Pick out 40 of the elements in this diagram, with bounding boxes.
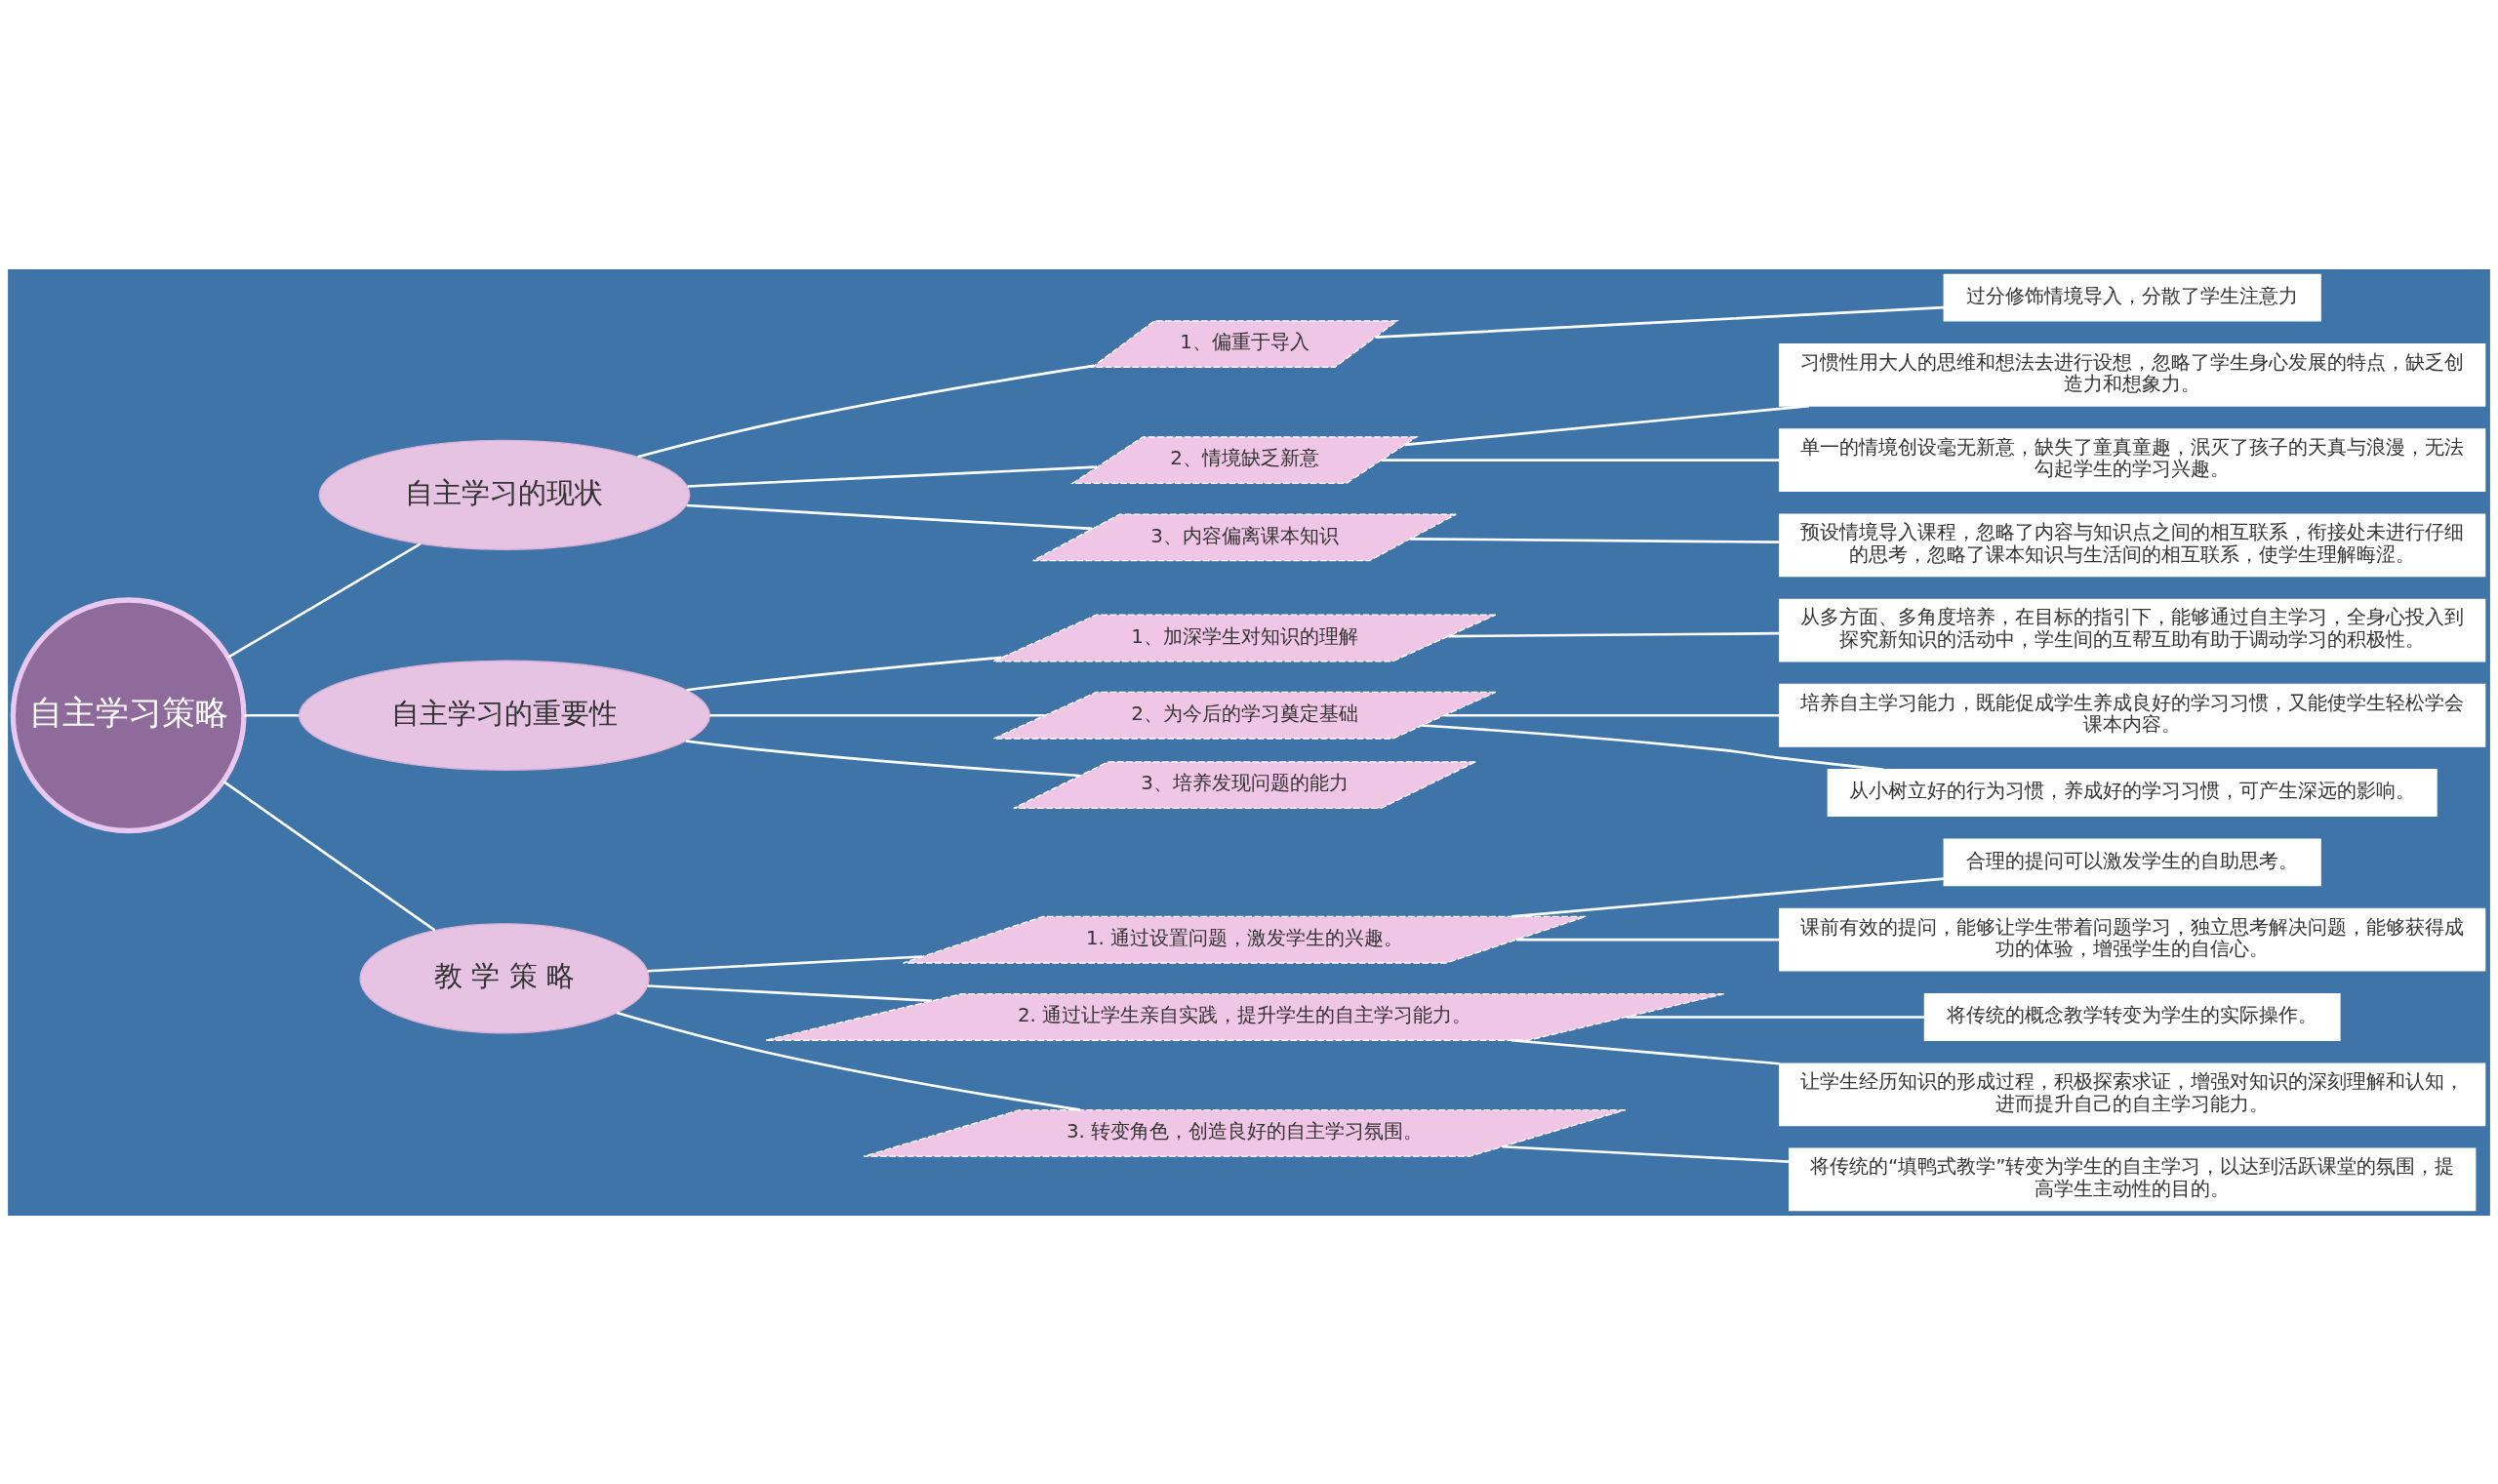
connector <box>685 739 1080 777</box>
connector <box>1422 723 1884 771</box>
node-box: 课前有效的提问，能够让学生带着问题学习，独立思考解决问题，能够获得成功的体验，增强学生的自信心。 <box>1779 907 2486 972</box>
connector <box>616 1011 1081 1111</box>
connector <box>244 713 300 717</box>
node-ellipse: 自主学习的现状 <box>318 439 691 550</box>
connector <box>1410 537 1780 543</box>
connector <box>222 780 436 931</box>
node-box: 从小树立好的行为习惯，养成好的学习习惯，可产生深远的影响。 <box>1827 768 2438 817</box>
connector <box>637 364 1095 459</box>
node-ellipse: 自主学习的重要性 <box>298 660 710 771</box>
connector <box>227 541 422 659</box>
connector <box>686 503 1093 530</box>
connector <box>1626 1015 1925 1019</box>
node-box: 单一的情境创设毫无新意，缺失了童真童趣，泯灭了孩子的天真与浪漫，无法勾起学生的学习兴趣。 <box>1779 427 2486 492</box>
connector <box>1502 1144 1790 1163</box>
node-box: 将传统的概念教学转变为学生的实际操作。 <box>1923 992 2341 1041</box>
connector <box>1515 938 1780 941</box>
connector <box>1382 458 1780 461</box>
node-box: 将传统的“填鸭式教学”转变为学生的自主学习，以达到活跃课堂的氛围，提高学生主动性的目的。 <box>1789 1147 2477 1211</box>
connector <box>686 656 1002 692</box>
connector <box>647 954 923 973</box>
node-box: 合理的提问可以激发学生的自助思考。 <box>1943 837 2321 886</box>
connector <box>709 713 1045 717</box>
connector <box>687 464 1098 488</box>
connector <box>1404 404 1810 446</box>
connector <box>1511 876 1945 918</box>
node-box: 培养自主学习能力，既能促成学生养成良好的学习习惯，又能使学生轻松学会课本内容。 <box>1779 683 2486 747</box>
connector <box>1444 713 1780 717</box>
node-box: 从多方面、多角度培养，在目标的指引下，能够通过自主学习，全身心投入到探究新知识的活动中，学生间的互帮互助有助于调动学习的积极性。 <box>1779 598 2486 662</box>
connector <box>647 983 933 1002</box>
node-box: 过分修饰情境导入，分散了学生注意力 <box>1943 273 2321 322</box>
node-circle: 自主学习策略 <box>10 596 247 833</box>
node-box: 预设情境导入课程，忽略了内容与知识点之间的相互联系，衔接处未进行仔细的思考，忽略了课本知识与生活间的相互联系，使学生理解晦涩。 <box>1779 512 2486 577</box>
node-box: 让学生经历知识的形成过程，积极探索求证，增强对知识的深刻理解和认知，进而提升自己的自主学习能力。 <box>1779 1062 2486 1126</box>
connector <box>1511 1038 1780 1065</box>
node-box: 习惯性用大人的思维和想法去进行设想，忽略了学生身心发展的特点，缺乏创造力和想象力。 <box>1779 342 2486 407</box>
node-ellipse: 教 学 策 略 <box>359 922 650 1033</box>
connector <box>1448 631 1780 637</box>
connector <box>1375 305 1945 339</box>
